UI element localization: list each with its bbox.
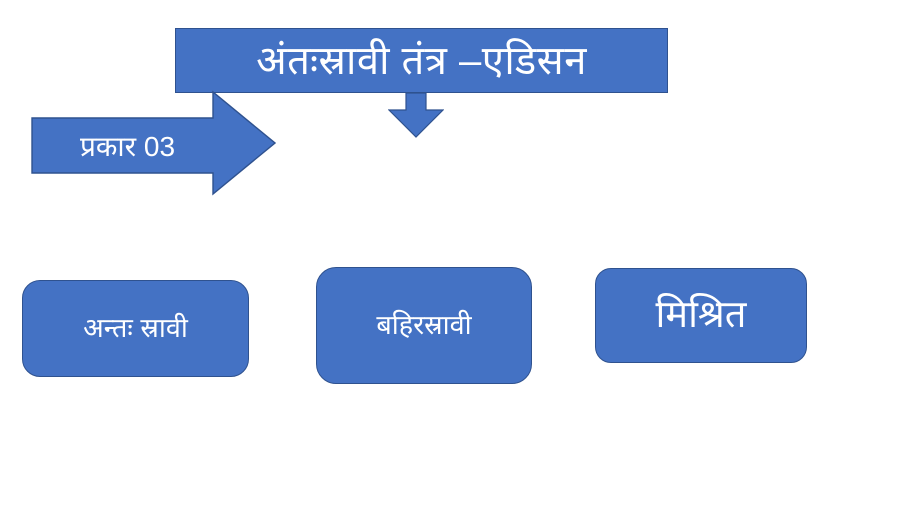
category-box-label: बहिरस्रावी <box>376 309 472 340</box>
type-callout-arrow[interactable] <box>31 90 277 196</box>
arrow-right-icon <box>31 90 277 196</box>
category-box-exocrine[interactable]: बहिरस्रावी <box>316 267 532 384</box>
category-box-endocrine[interactable]: अन्तः स्रावी <box>22 280 249 377</box>
page-title: अंतःस्रावी तंत्र –एडिसन <box>256 38 587 83</box>
category-box-mixed[interactable]: मिश्रित <box>595 268 807 363</box>
down-arrow-connector[interactable] <box>387 92 445 138</box>
title-banner[interactable]: अंतःस्रावी तंत्र –एडिसन <box>175 28 668 93</box>
arrow-down-icon <box>387 92 445 138</box>
category-box-label: अन्तः स्रावी <box>83 312 188 343</box>
category-box-label: मिश्रित <box>655 293 747 336</box>
